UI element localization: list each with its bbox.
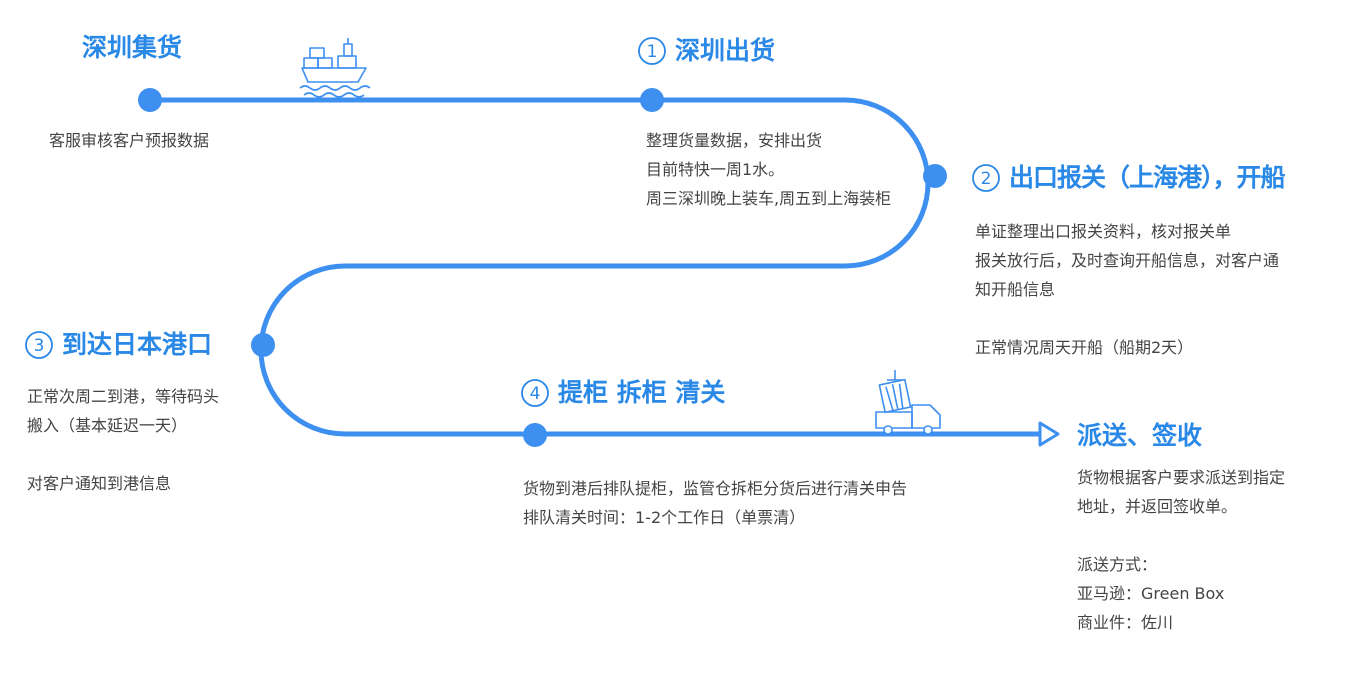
desc-line: 正常情况周天开船（船期2天） <box>975 338 1194 357</box>
step-desc-4: 货物到港后排队提柜，监管仓拆柜分货后进行清关申告 排队清关时间：1-2个工作日（… <box>523 474 907 532</box>
desc-line: 派送方式： <box>1077 555 1158 574</box>
svg-text:1: 1 <box>647 42 658 62</box>
arrow-end-icon <box>1038 421 1060 447</box>
svg-text:2: 2 <box>981 169 992 189</box>
desc-line: 客服审核客户预报数据 <box>49 131 210 150</box>
svg-text:4: 4 <box>530 384 541 404</box>
desc-line: 商业件：佐川 <box>1077 613 1174 632</box>
step-title-4: 提柜 拆柜 清关 <box>558 378 726 407</box>
step-desc-2: 单证整理出口报关资料，核对报关单 报关放行后，及时查询开船信息，对客户通 知开船… <box>975 217 1279 362</box>
truck-crane-icon <box>875 370 941 435</box>
desc-line: 单证整理出口报关资料，核对报关单 <box>975 222 1232 241</box>
desc-line: 目前特快一周1水。 <box>646 160 785 179</box>
node-step-1 <box>640 88 664 112</box>
desc-line: 整理货量数据，安排出货 <box>646 131 823 150</box>
desc-line: 知开船信息 <box>975 280 1056 299</box>
step-desc-1: 整理货量数据，安排出货 目前特快一周1水。 周三深圳晚上装车,周五到上海装柜 <box>646 126 891 213</box>
flow-path <box>147 97 1043 437</box>
desc-gap <box>27 440 219 469</box>
step-header-4: 4 提柜 拆柜 清关 <box>520 377 725 409</box>
step-title-5: 派送、签收 <box>1077 421 1203 450</box>
step-title-3: 到达日本港口 <box>62 330 213 359</box>
step-header-1: 1 深圳出货 <box>637 35 775 67</box>
step-number-badge-1: 1 <box>637 36 667 66</box>
step-title-0: 深圳集货 <box>82 33 183 62</box>
desc-line: 货物根据客户要求派送到指定 <box>1077 468 1286 487</box>
desc-line: 搬入（基本延迟一天） <box>27 416 188 435</box>
step-number-badge-3: 3 <box>24 330 54 360</box>
desc-line: 对客户通知到港信息 <box>27 474 172 493</box>
step-title-1: 深圳出货 <box>675 36 776 65</box>
step-desc-5: 货物根据客户要求派送到指定 地址，并返回签收单。 派送方式： 亚马逊：Green… <box>1077 463 1285 637</box>
desc-line: 报关放行后，及时查询开船信息，对客户通 <box>975 251 1280 270</box>
desc-line: 正常次周二到港，等待码头 <box>27 387 220 406</box>
desc-line: 亚马逊：Green Box <box>1077 584 1225 603</box>
svg-text:3: 3 <box>34 336 45 356</box>
step-desc-3: 正常次周二到港，等待码头 搬入（基本延迟一天） 对客户通知到港信息 <box>27 382 219 498</box>
node-step-3 <box>251 333 275 357</box>
step-number-badge-4: 4 <box>520 378 550 408</box>
node-step-2 <box>923 164 947 188</box>
node-step-0 <box>138 88 162 112</box>
desc-gap <box>1077 521 1285 550</box>
desc-line: 周三深圳晚上装车,周五到上海装柜 <box>646 189 892 208</box>
step-header-2: 2 出口报关（上海港），开船 <box>971 162 1286 194</box>
step-number-badge-2: 2 <box>971 163 1001 193</box>
desc-line: 排队清关时间：1-2个工作日（单票清） <box>523 508 806 527</box>
desc-line: 货物到港后排队提柜，监管仓拆柜分货后进行清关申告 <box>523 479 908 498</box>
step-title-2: 出口报关（上海港），开船 <box>1009 163 1286 192</box>
ship-icon <box>299 38 371 98</box>
step-desc-0: 客服审核客户预报数据 <box>49 126 209 155</box>
desc-gap <box>975 304 1279 333</box>
node-step-4 <box>523 423 547 447</box>
step-header-3: 3 到达日本港口 <box>24 329 212 361</box>
desc-line: 地址，并返回签收单。 <box>1077 497 1238 516</box>
